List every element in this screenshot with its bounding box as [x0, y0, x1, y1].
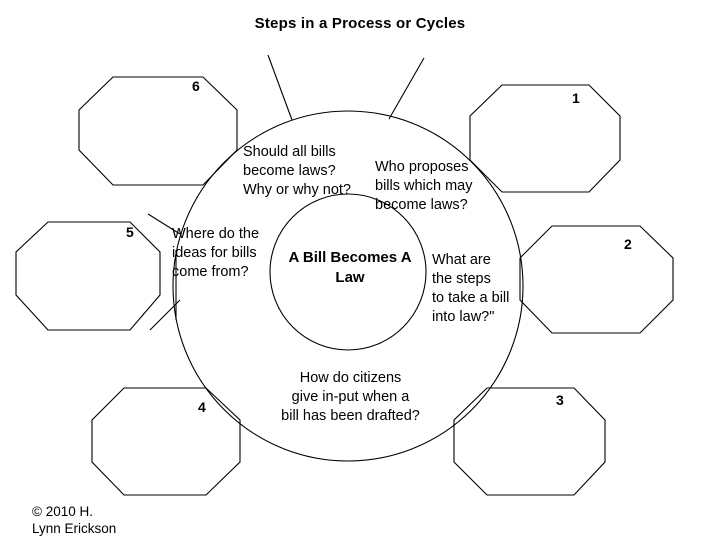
octagon-label-4: 4 [198, 399, 206, 415]
octagon-label-6: 6 [192, 78, 200, 94]
spoke-to-octagon-5-lower [149, 299, 181, 331]
inner-circle [269, 193, 427, 351]
octagon-4[interactable] [91, 387, 241, 496]
spoke-to-octagon-6 [267, 54, 293, 121]
spoke-to-octagon-1 [388, 57, 425, 120]
page-title: Steps in a Process or Cycles [254, 15, 466, 32]
octagon-5[interactable] [15, 221, 161, 331]
spoke-to-octagon-5-upper [147, 213, 181, 235]
octagon-label-5: 5 [126, 224, 134, 240]
octagon-label-2: 2 [624, 236, 632, 252]
octagon-2[interactable] [519, 225, 674, 334]
octagon-1[interactable] [469, 84, 621, 193]
question-text-top-left: Should all bills become laws? Why or why… [243, 144, 351, 198]
question-text-left: Where do the ideas for bills come from? [172, 226, 260, 280]
octagon-3[interactable] [453, 387, 606, 496]
copyright-notice: © 2010 H. Lynn Erickson [32, 504, 117, 536]
octagon-label-3: 3 [556, 392, 564, 408]
question-text-right: What are the steps to take a bill into l… [432, 252, 510, 325]
outer-circle [172, 110, 524, 462]
center-topic-label: A Bill Becomes A Law [288, 249, 412, 286]
question-text-top-right: Who proposes bills which may become laws… [375, 159, 473, 213]
question-text-bottom: How do citizens give in-put when a bill … [281, 370, 420, 424]
octagon-6[interactable] [78, 76, 238, 186]
octagon-label-1: 1 [572, 90, 580, 106]
